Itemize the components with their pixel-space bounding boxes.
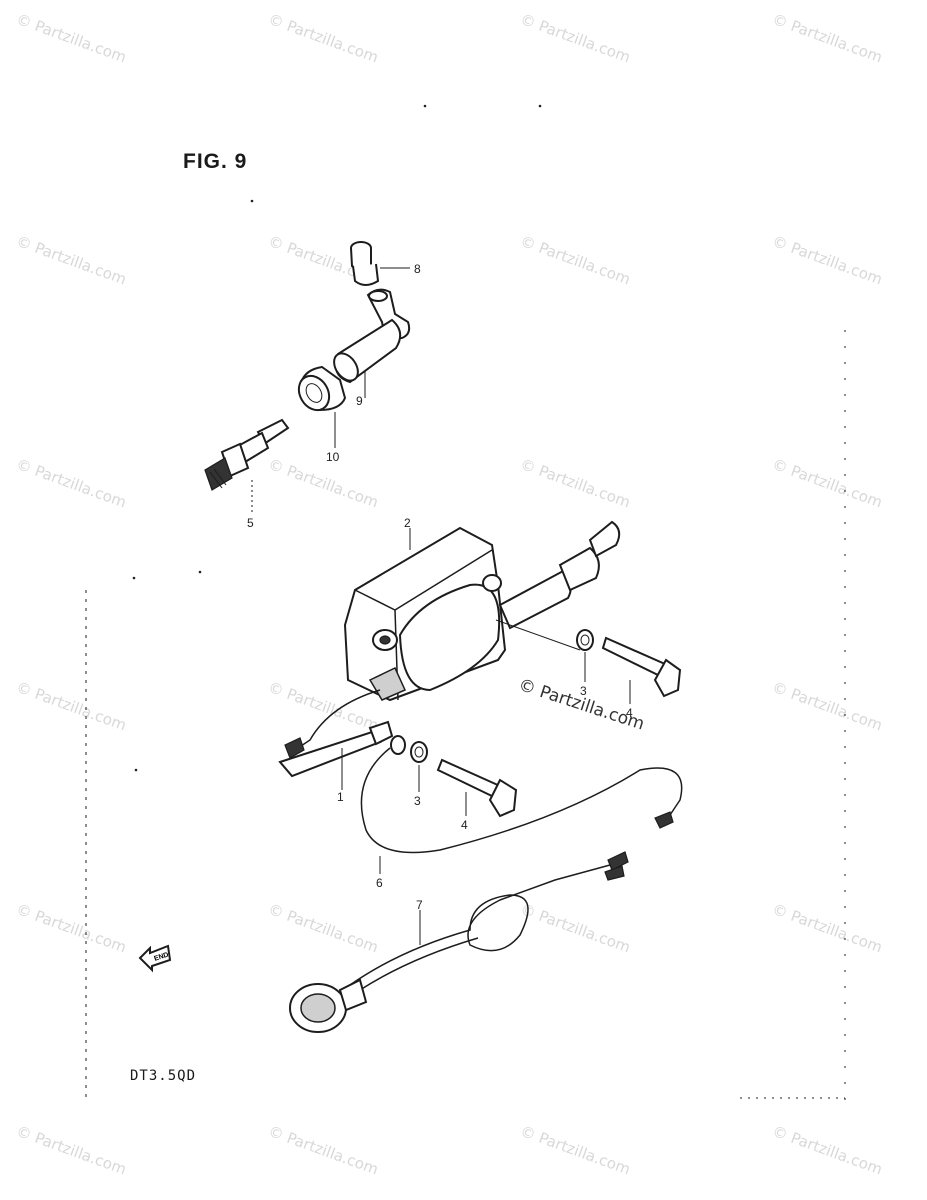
callout-7: 7 <box>416 898 423 912</box>
part-1-terminal <box>278 720 394 790</box>
part-4-bolt <box>436 636 682 818</box>
callout-10: 10 <box>326 450 340 464</box>
callout-8: 8 <box>414 262 421 276</box>
part-9-plug-cap <box>333 288 411 398</box>
part-5-spark-plug <box>204 418 290 515</box>
callout-2: 2 <box>404 516 411 530</box>
end-marker-label: END <box>153 952 169 963</box>
part-8-cap <box>350 241 410 286</box>
figure-title: FIG. 9 <box>183 150 248 173</box>
callout-9: 9 <box>356 394 363 408</box>
part-10-ring <box>297 365 347 448</box>
callout-6: 6 <box>376 876 383 890</box>
callout-1: 1 <box>337 790 344 804</box>
callout-4a: 4 <box>626 706 633 720</box>
callout-5: 5 <box>247 516 254 530</box>
model-code: DT3.5QD <box>130 1068 197 1084</box>
part-7-stop-switch <box>289 851 629 1033</box>
callout-3a: 3 <box>580 684 587 698</box>
callout-3b: 3 <box>414 794 421 808</box>
scan-margin-marks <box>85 104 846 1100</box>
end-marker-arrow <box>138 944 172 973</box>
part-3-washer <box>390 629 594 792</box>
part-6-lead-wire <box>360 747 683 874</box>
callout-4b: 4 <box>461 818 468 832</box>
part-2-ignition-coil <box>284 520 621 759</box>
